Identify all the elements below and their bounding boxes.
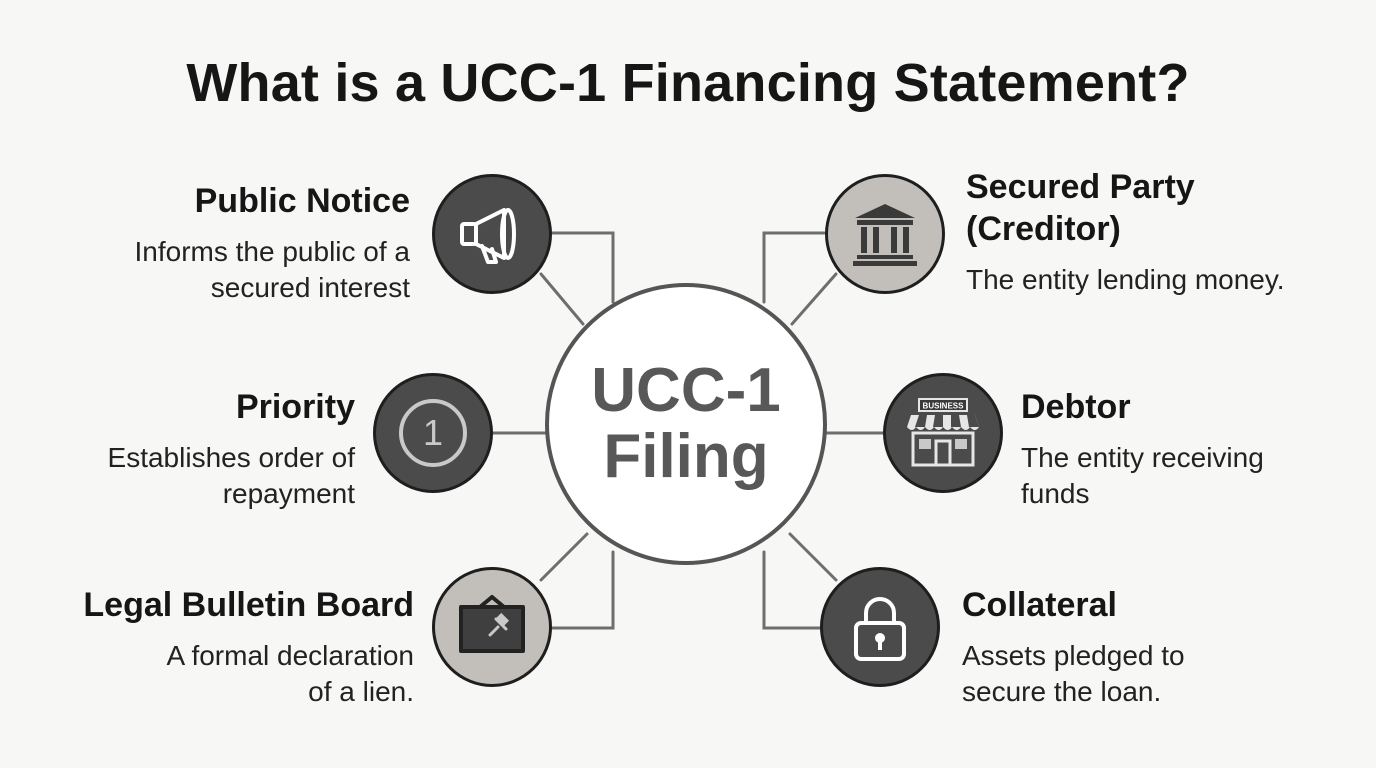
collateral-description: Assets pledged to secure the loan.	[962, 638, 1185, 710]
priority-heading: Priority	[235, 388, 355, 426]
collateral-label: Collateral Assets pledged to secure the …	[962, 584, 1185, 710]
debtor-node: BUSINESS	[883, 373, 1003, 493]
connector-legal-bulletin-board-bracket	[550, 550, 615, 630]
secured-party-heading: Secured Party (Creditor)	[966, 166, 1285, 250]
padlock-icon	[854, 597, 906, 661]
center-label-line1: UCC-1	[591, 356, 781, 425]
connector-legal-bulletin-board	[539, 532, 589, 582]
legal-bulletin-board-node	[432, 567, 552, 687]
debtor-heading: Debtor	[1021, 388, 1131, 426]
connector-secured-party	[790, 272, 838, 326]
public-notice-heading: Public Notice	[194, 182, 410, 220]
number-one-text: 1	[423, 412, 443, 453]
connector-public-notice-bracket	[550, 231, 615, 304]
debtor-desc-line1: The entity receiving	[1021, 442, 1264, 473]
page-title: What is a UCC-1 Financing Statement?	[186, 53, 1190, 113]
secured-party-node	[825, 174, 945, 294]
collateral-desc-line1: Assets pledged to	[962, 640, 1185, 671]
priority-desc-line1: Establishes order of	[107, 442, 355, 473]
priority-desc-line2: repayment	[222, 478, 355, 509]
secured-party-heading-line1: Secured Party	[966, 168, 1195, 206]
priority-description: Establishes order of repayment	[108, 440, 355, 512]
bank-icon	[853, 204, 917, 266]
public-notice-desc-line1: Informs the public of a	[134, 236, 410, 267]
connector-public-notice	[539, 272, 585, 326]
center-label-line2: Filing	[603, 422, 769, 491]
center-node: UCC-1 Filing	[545, 283, 827, 565]
priority-label: Priority Establishes order of repayment	[108, 386, 355, 512]
storefront-icon: BUSINESS	[907, 398, 979, 467]
number-one-icon: 1	[399, 399, 467, 467]
secured-party-heading-line2: (Creditor)	[966, 210, 1121, 248]
collateral-desc-line2: secure the loan.	[962, 676, 1162, 707]
legal-bulletin-board-desc-line2: of a lien.	[308, 676, 414, 707]
bulletin-board-icon	[459, 595, 525, 653]
secured-party-desc-line1: The entity lending money.	[966, 264, 1285, 295]
business-sign-text: BUSINESS	[923, 402, 965, 411]
connector-secured-party-bracket	[762, 231, 826, 304]
connector-collateral-bracket	[762, 550, 826, 630]
collateral-heading: Collateral	[962, 586, 1117, 624]
debtor-label: Debtor The entity receiving funds	[1021, 386, 1264, 512]
legal-bulletin-board-heading: Legal Bulletin Board	[83, 586, 414, 624]
secured-party-description: The entity lending money.	[966, 262, 1285, 298]
megaphone-icon	[460, 208, 516, 264]
public-notice-desc-line2: secured interest	[210, 272, 410, 303]
legal-bulletin-board-desc-line1: A formal declaration	[166, 640, 414, 671]
public-notice-label: Public Notice Informs the public of a se…	[135, 180, 410, 306]
public-notice-description: Informs the public of a secured interest	[135, 234, 410, 306]
legal-bulletin-board-label: Legal Bulletin Board A formal declaratio…	[83, 584, 414, 710]
debtor-description: The entity receiving funds	[1021, 440, 1264, 512]
secured-party-label: Secured Party (Creditor) The entity lend…	[966, 166, 1285, 298]
connector-collateral	[788, 532, 838, 582]
priority-node: 1	[373, 373, 493, 493]
public-notice-node	[432, 174, 552, 294]
legal-bulletin-board-description: A formal declaration of a lien.	[83, 638, 414, 710]
debtor-desc-line2: funds	[1021, 478, 1090, 509]
collateral-node	[820, 567, 940, 687]
